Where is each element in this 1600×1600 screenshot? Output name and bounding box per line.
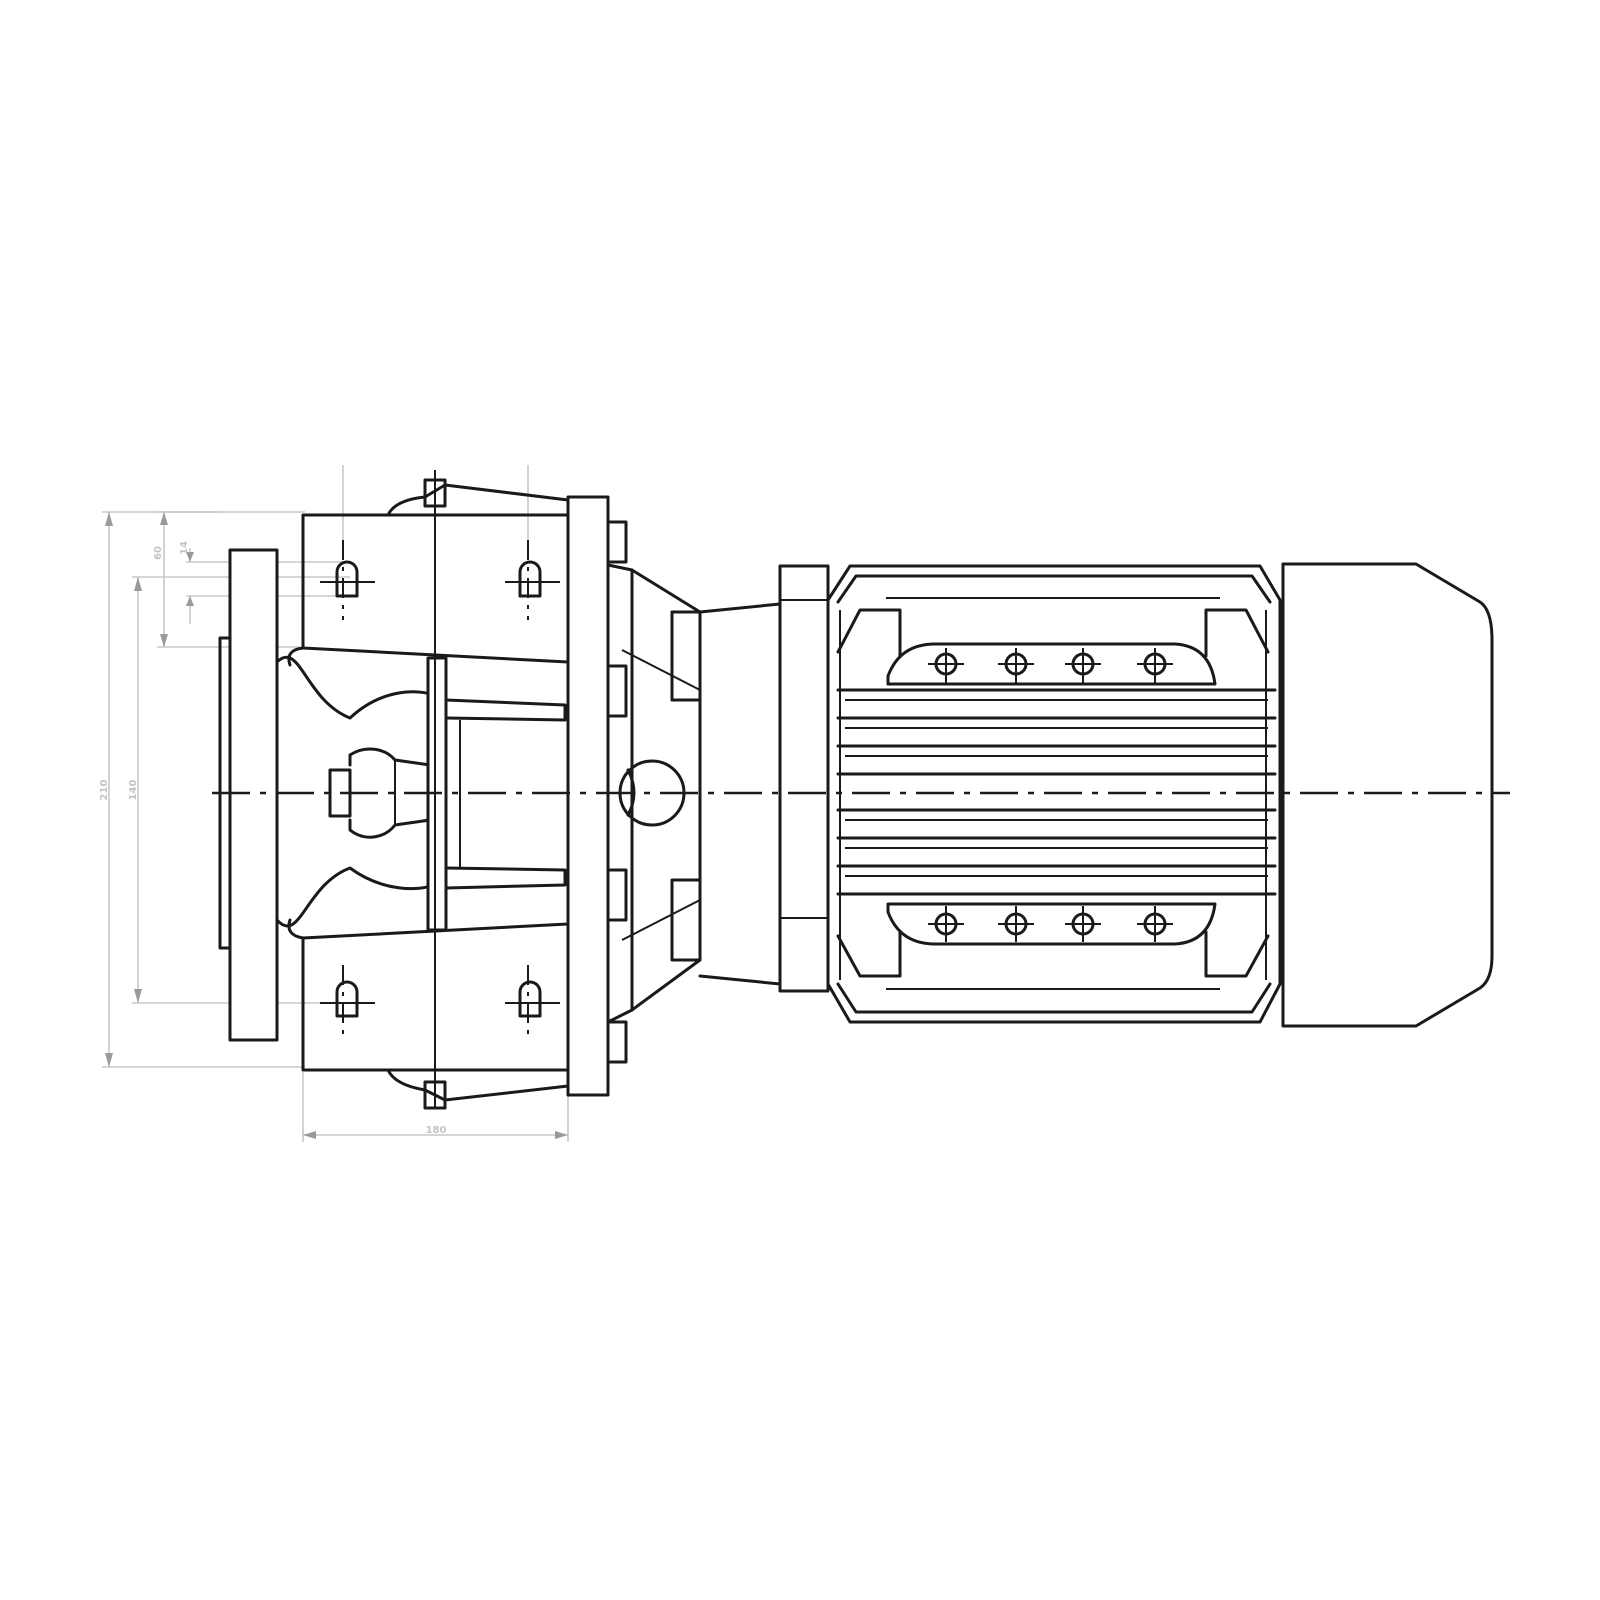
terminal-screws-lower	[928, 906, 1173, 942]
mounting-slot-upper-left	[335, 560, 359, 598]
dimension-label-slot-width: 14	[179, 541, 190, 555]
dimension-label-overall-height: 210	[99, 780, 110, 801]
motor-flange	[778, 564, 830, 993]
centre-lines	[212, 470, 1510, 1115]
dimension-labels: 210 140 60 14 180	[99, 541, 446, 1136]
pedestal-flange	[566, 495, 610, 1097]
conical-adapter	[606, 563, 702, 1024]
motor-body	[826, 564, 1282, 1024]
dimension-label-flange-height: 60	[153, 546, 164, 560]
lower-terminal-strip	[886, 902, 1217, 946]
upper-terminal-strip	[886, 642, 1217, 686]
suction-flange	[228, 548, 279, 1042]
cooling-fins	[836, 610, 1277, 980]
pedestal	[566, 495, 782, 1097]
fan-cover	[1281, 562, 1494, 1028]
mounting-slot-lower-left	[335, 980, 359, 1018]
mounting-slot-lower-right	[518, 980, 542, 1018]
mounting-slot-upper-right	[518, 560, 542, 598]
dimension-label-base-length: 180	[426, 1125, 447, 1136]
electric-motor	[778, 562, 1494, 1028]
dimension-lines	[102, 465, 569, 1142]
pump-head	[218, 478, 570, 1110]
terminal-screws-upper	[928, 648, 1173, 684]
dimension-label-hole-spacing: 140	[128, 780, 139, 801]
